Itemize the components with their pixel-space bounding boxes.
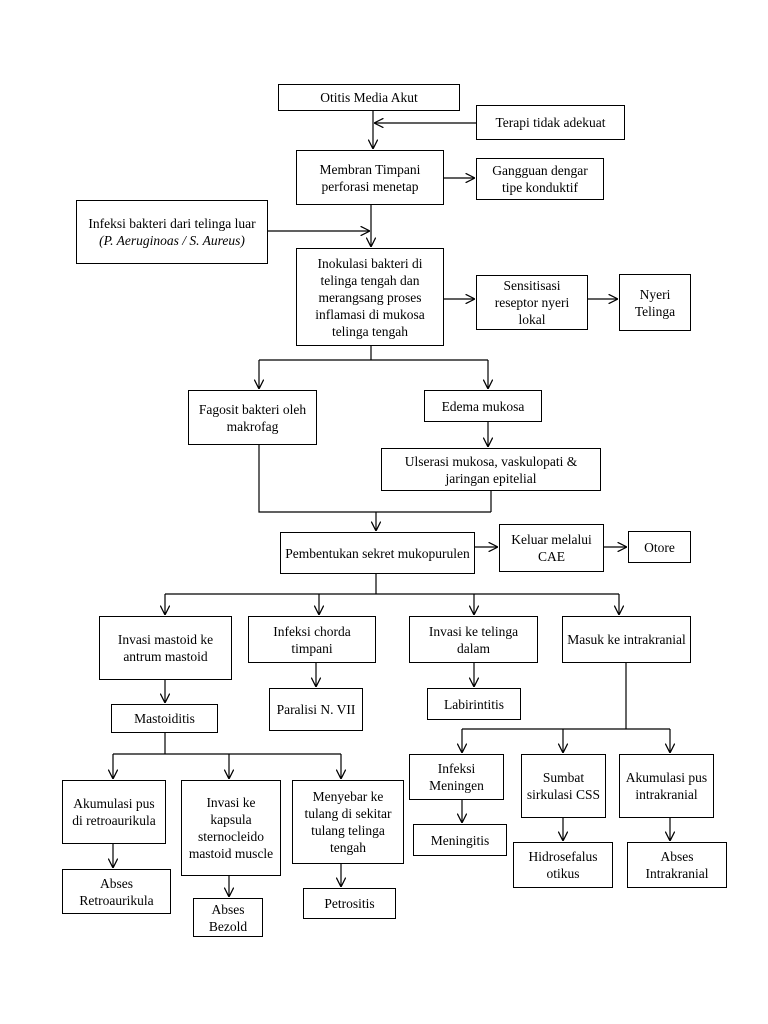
node-gangguan-dengar: Gangguan dengar tipe konduktif: [476, 158, 604, 200]
node-edema-mukosa: Edema mukosa: [424, 390, 542, 422]
node-abses-intrakranial: Abses Intrakranial: [627, 842, 727, 888]
node-abses-bezold: Abses Bezold: [193, 898, 263, 937]
node-infeksi-meningen: Infeksi Meningen: [409, 754, 504, 800]
node-otitis-media-akut: Otitis Media Akut: [278, 84, 460, 111]
node-infeksi-bakteri: Infeksi bakteri dari telinga luar (P. Ae…: [76, 200, 268, 264]
node-sumbat-css: Sumbat sirkulasi CSS: [521, 754, 606, 818]
node-infeksi-chorda: Infeksi chorda timpani: [248, 616, 376, 663]
connector-merge-sekret: [258, 445, 492, 513]
node-membran-timpani: Membran Timpani perforasi menetap: [296, 150, 444, 205]
node-fagosit-bakteri: Fagosit bakteri oleh makrofag: [188, 390, 317, 445]
node-abses-retroaurikula: Abses Retroaurikula: [62, 869, 171, 914]
node-ulserasi-mukosa: Ulserasi mukosa, vaskulopati & jaringan …: [381, 448, 601, 491]
node-pembentukan-sekret: Pembentukan sekret mukopurulen: [280, 532, 475, 574]
node-invasi-kapsula: Invasi ke kapsula sternocleido mastoid m…: [181, 780, 281, 876]
node-akumulasi-retroaurikula: Akumulasi pus di retroaurikula: [62, 780, 166, 844]
node-menyebar-tulang: Menyebar ke tulang di sekitar tulang tel…: [292, 780, 404, 864]
node-petrositis: Petrositis: [303, 888, 396, 919]
node-masuk-intrakranial: Masuk ke intrakranial: [562, 616, 691, 663]
node-paralisi: Paralisi N. VII: [269, 688, 363, 731]
node-invasi-telinga-dalam: Invasi ke telinga dalam: [409, 616, 538, 663]
connector-intrakranial-split: [462, 663, 670, 730]
node-sensitisasi: Sensitisasi reseptor nyeri lokal: [476, 275, 588, 330]
connector-sekret-split: [165, 574, 619, 595]
node-hidrosefalus: Hidrosefalus otikus: [513, 842, 613, 888]
node-inokulasi-bakteri: Inokulasi bakteri di telinga tengah dan …: [296, 248, 444, 346]
node-mastoiditis: Mastoiditis: [111, 704, 218, 733]
node-meningitis: Meningitis: [413, 824, 507, 856]
node-terapi-tidak-adekuat: Terapi tidak adekuat: [476, 105, 625, 140]
node-labirintitis: Labirintitis: [427, 688, 521, 720]
connector-mastoiditis-split: [113, 733, 341, 755]
connector-inokulasi-split: [259, 346, 488, 361]
node-otore: Otore: [628, 531, 691, 563]
node-keluar-cae: Keluar melalui CAE: [499, 524, 604, 572]
node-akumulasi-intrakranial: Akumulasi pus intrakranial: [619, 754, 714, 818]
node-invasi-mastoid: Invasi mastoid ke antrum mastoid: [99, 616, 232, 680]
node-nyeri-telinga: Nyeri Telinga: [619, 274, 691, 331]
